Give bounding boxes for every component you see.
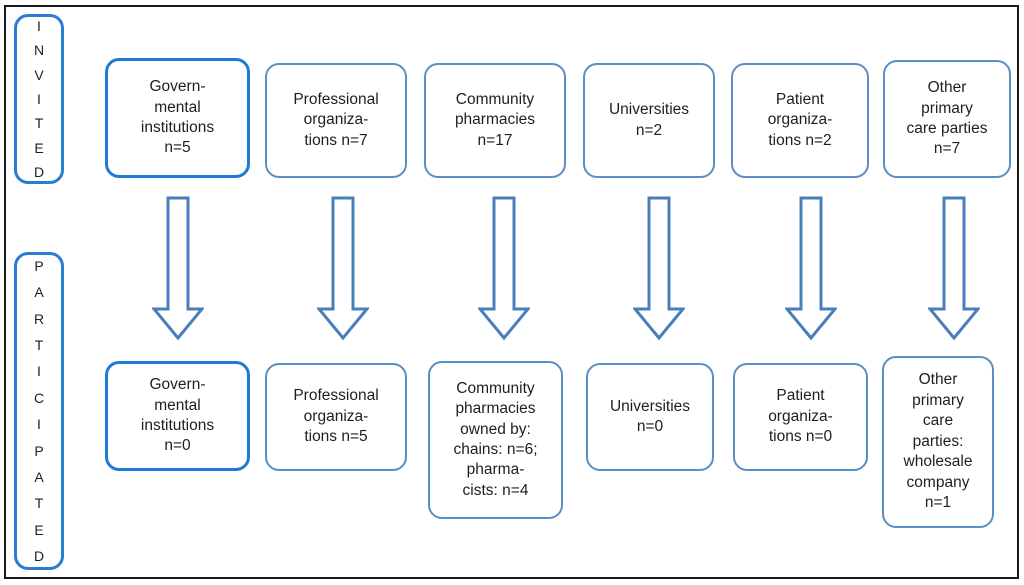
stage-letter: N [33,42,45,59]
stage-letter: T [34,337,44,354]
stage-letter: V [34,66,44,83]
invited-box-professional-organizations[interactable]: Professional organiza- tions n=7 [265,63,407,178]
stage-letter: R [33,310,45,327]
stage-letter: T [34,495,44,512]
stage-letter: I [37,363,41,380]
stage-letter: E [34,139,44,156]
invited-box-governmental-institutions[interactable]: Govern- mental institutions n=5 [105,58,250,178]
stage-letter: I [37,416,41,433]
flow-arrow-patient-organizations [785,196,837,341]
stage-letter: D [33,548,45,565]
flow-arrow-universities [633,196,685,341]
stage-letter: D [33,164,45,181]
flow-arrow-community-pharmacies [478,196,530,341]
invited-box-universities[interactable]: Universities n=2 [583,63,715,178]
flow-arrow-professional [317,196,369,341]
stage-label-participated: P A R T I C I P A T E D [14,252,64,570]
stage-letter: A [34,468,44,485]
participated-box-professional-organizations[interactable]: Professional organiza- tions n=5 [265,363,407,471]
stage-letter: E [34,521,44,538]
participated-box-universities[interactable]: Universities n=0 [586,363,714,471]
participated-box-other-primary-care-parties[interactable]: Other primary care parties: wholesale co… [882,356,994,528]
stage-letter: C [33,389,45,406]
stage-label-invited: I N V I T E D [14,14,64,184]
flow-arrow-other-primary-care [928,196,980,341]
stage-letter: A [34,284,44,301]
stage-letter: T [34,115,44,132]
flow-arrow-governmental [152,196,204,341]
participated-box-governmental-institutions[interactable]: Govern- mental institutions n=0 [105,361,250,471]
stage-letter: P [34,257,44,274]
invited-box-community-pharmacies[interactable]: Community pharmacies n=17 [424,63,566,178]
invited-box-patient-organizations[interactable]: Patient organiza- tions n=2 [731,63,869,178]
stage-letter: I [37,17,41,34]
participated-box-community-pharmacies[interactable]: Community pharmacies owned by: chains: n… [428,361,563,519]
stage-letter: I [37,91,41,107]
participated-box-patient-organizations[interactable]: Patient organiza- tions n=0 [733,363,868,471]
invited-box-other-primary-care-parties[interactable]: Other primary care parties n=7 [883,60,1011,178]
stage-letter: P [34,442,44,459]
